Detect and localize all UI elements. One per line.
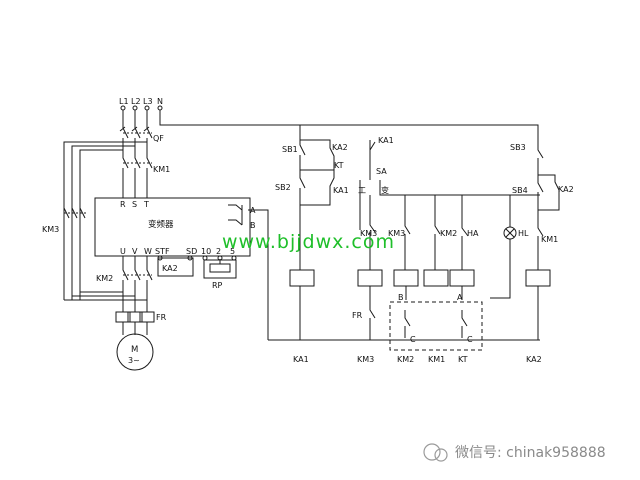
kt-contact-c2: C (467, 335, 473, 344)
control-circuit: SB1 KA2 SB2 KA1 KT KA1 SA 工 变 KM3 FR KM3… (268, 125, 574, 364)
inverter-output-u: U (120, 247, 126, 256)
coil-label-km3: KM3 (357, 355, 374, 364)
sa-label: SA (376, 167, 387, 176)
supply-label-n: N (157, 97, 163, 106)
km3-label-branch: KM3 (388, 229, 405, 238)
sb4-label: SB4 (512, 186, 528, 195)
inverter-input-s: S (132, 200, 137, 209)
fr-label-control: FR (352, 311, 363, 320)
coil-label-ka1: KA1 (293, 355, 309, 364)
inverter-input-t: T (143, 200, 149, 209)
ka1-label-top: KA1 (378, 136, 394, 145)
rp-label: RP (212, 281, 223, 290)
inverter-output-w: W (144, 247, 152, 256)
inverter-terminal-stf: STF (155, 247, 170, 256)
ka2-contact-label: KA2 (162, 264, 178, 273)
footer-text: 微信号: chinak958888 (455, 445, 606, 461)
km3-label-control: KM3 (360, 229, 377, 238)
ha-label: HA (467, 229, 479, 238)
terminal-a-label: A (457, 293, 463, 302)
ka1-label-control: KA1 (333, 186, 349, 195)
coil-label-km2: KM2 (397, 355, 414, 364)
inverter-relay-b: B (250, 221, 256, 230)
coil-label-kt: KT (458, 355, 468, 364)
kt-contact-c1: C (410, 335, 416, 344)
km3-label-power: KM3 (42, 225, 59, 234)
motor-sub-label: 3~ (128, 356, 140, 365)
terminal-b-label: B (398, 293, 404, 302)
supply-label-l1: L1 (119, 97, 129, 106)
inverter-name: 变频器 (148, 219, 174, 230)
hl-label: HL (518, 229, 529, 238)
inverter-output-v: V (132, 247, 138, 256)
sb1-label: SB1 (282, 145, 298, 154)
km1-label-right: KM1 (541, 235, 558, 244)
km2-label-power: KM2 (96, 274, 113, 283)
footer: 微信号: chinak958888 (423, 443, 606, 462)
watermark-text: www.bjjdwx.com (222, 231, 395, 253)
supply-label-l3: L3 (143, 97, 153, 106)
sb3-label: SB3 (510, 143, 526, 152)
breaker-label: QF (153, 134, 164, 143)
ka2-label-right: KA2 (558, 185, 574, 194)
supply-label-l2: L2 (131, 97, 141, 106)
sb2-label: SB2 (275, 183, 291, 192)
motor-symbol (116, 333, 154, 371)
inverter-terminal-5: 5 (230, 247, 235, 256)
kt-label-control: KT (334, 161, 344, 170)
sa-position-2: 变 (381, 185, 389, 195)
sa-position-1: 工 (358, 186, 366, 195)
ka2-label-control: KA2 (332, 143, 348, 152)
power-circuit: L1 L2 L3 N QF KM3 KM1 R S (42, 97, 539, 371)
coil-label-ka2: KA2 (526, 355, 542, 364)
wechat-icon (423, 443, 441, 461)
inverter-terminal-sd: SD (186, 247, 197, 256)
inverter-box (94, 197, 251, 257)
coil-label-km1: KM1 (428, 355, 445, 364)
km1-label-power: KM1 (153, 165, 170, 174)
inverter-terminal-2: 2 (216, 247, 221, 256)
motor-label: M (131, 345, 138, 355)
inverter-terminal-10: 10 (201, 247, 211, 256)
km2-label-branch: KM2 (440, 229, 457, 238)
fr-label-power: FR (156, 313, 167, 322)
inverter-input-r: R (120, 200, 126, 209)
